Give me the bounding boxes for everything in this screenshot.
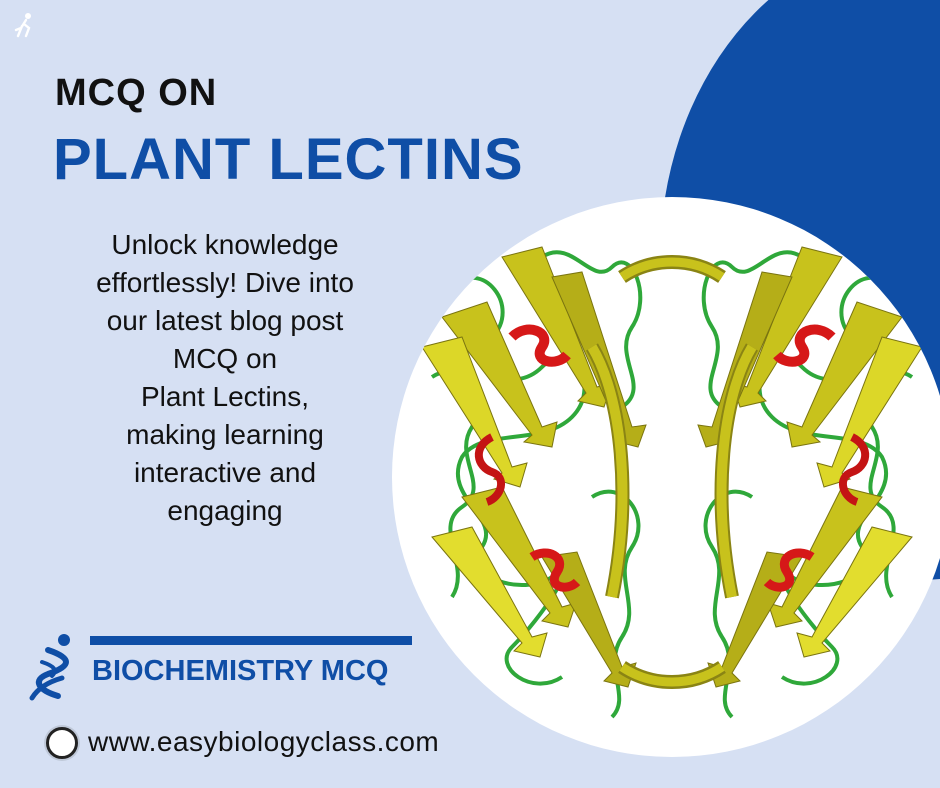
website-link[interactable]: www.easybiologyclass.com bbox=[88, 726, 440, 757]
lectin-ribbon-illustration bbox=[392, 197, 940, 757]
title-kicker: MCQ ON bbox=[55, 72, 218, 114]
promo-line: effortlessly! Dive into bbox=[96, 267, 354, 298]
promo-line: making learning bbox=[126, 419, 324, 450]
promo-line: engaging bbox=[167, 495, 283, 526]
promo-line: interactive and bbox=[133, 457, 317, 488]
promo-line: Unlock knowledge bbox=[111, 229, 339, 260]
dna-figure-logo-icon bbox=[29, 634, 70, 701]
brand-divider bbox=[90, 636, 412, 645]
globe-icon bbox=[46, 727, 78, 759]
brand-name: BIOCHEMISTRY MCQ bbox=[92, 655, 389, 687]
promo-line: our latest blog post bbox=[106, 305, 344, 336]
promo-line: Plant Lectins, bbox=[140, 381, 310, 412]
page-title: PLANT LECTINS bbox=[53, 127, 524, 192]
protein-structure-image bbox=[392, 197, 940, 757]
running-figure-icon bbox=[14, 13, 31, 38]
promo-line: MCQ on bbox=[172, 343, 278, 374]
promo-text: Unlock knowledge effortlessly! Dive into… bbox=[40, 226, 410, 530]
